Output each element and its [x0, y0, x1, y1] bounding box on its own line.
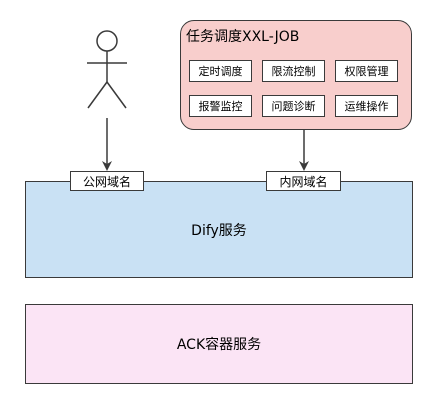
task-scheduler-title: 任务调度XXL-JOB: [186, 29, 300, 45]
module-scheduled-dispatch: 定时调度: [189, 60, 252, 82]
module-rate-limiting: 限流控制: [262, 60, 325, 82]
module-ops-operations: 运维操作: [335, 95, 398, 117]
module-permission-management: 权限管理: [335, 60, 398, 82]
dify-service-box: Dify服务: [25, 181, 413, 278]
module-problem-diagnosis: 问题诊断: [262, 95, 325, 117]
module-alert-monitoring: 报警监控: [189, 95, 252, 117]
user-icon: [87, 30, 127, 109]
dify-service-label: Dify服务: [191, 222, 247, 239]
ack-container-service-box: ACK容器服务: [25, 304, 413, 384]
internal-domain-label: 内网域名: [266, 171, 341, 191]
ack-container-service-label: ACK容器服务: [176, 337, 262, 353]
public-domain-label: 公网域名: [70, 171, 144, 191]
